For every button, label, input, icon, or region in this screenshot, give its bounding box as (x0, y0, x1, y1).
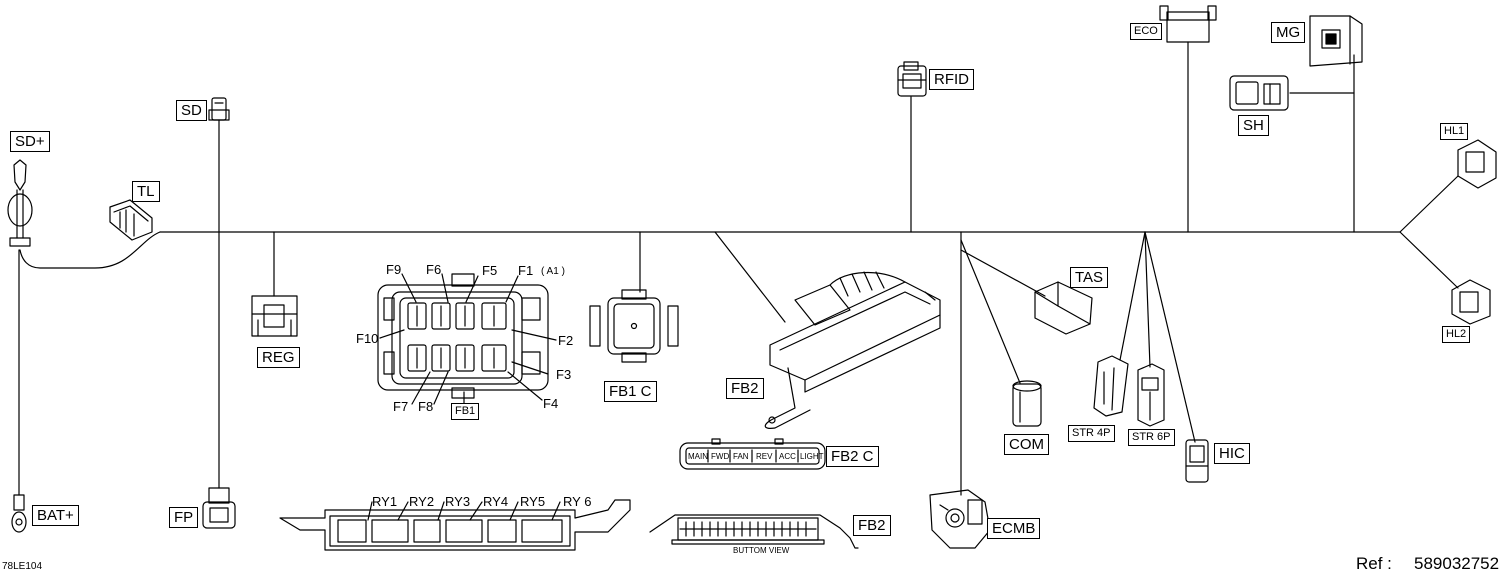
relay-ry1-label: RY1 (372, 494, 398, 509)
fb2c-pin-acc: ACC (779, 452, 796, 461)
ecmb-label: ECMB (987, 518, 1041, 539)
figure-code: 78LE104 (2, 561, 43, 572)
hl1-connector-icon (1457, 139, 1497, 189)
fuse-a1-label: ( A1 ) (541, 266, 565, 277)
mg-label: MG (1271, 22, 1306, 43)
reg-label: REG (257, 347, 300, 368)
harness-wires (18, 41, 1459, 496)
sd-connector-icon (208, 97, 230, 121)
relay-ry4-label: RY4 (483, 494, 509, 509)
fuse-f10-label: F10 (356, 331, 379, 346)
tl-connector-icon (109, 199, 153, 241)
fb2c-connector-icon (679, 438, 826, 470)
tas-label: TAS (1070, 267, 1109, 288)
fuse-f4-label: F4 (543, 396, 559, 411)
sh-connector-icon (1229, 75, 1289, 111)
fuse-f2-label: F2 (558, 333, 574, 348)
relay-ry6-label: RY 6 (563, 494, 592, 509)
bat-plus-label: BAT+ (32, 505, 79, 526)
fuse-f8-label: F8 (418, 399, 434, 414)
fuse-f1-label: F1 (518, 263, 534, 278)
key-switch-icon (7, 159, 33, 247)
fuse-f5-label: F5 (482, 263, 498, 278)
fb2-label: FB2 (726, 378, 764, 399)
tl-label: TL (132, 181, 160, 202)
sh-label: SH (1238, 115, 1269, 136)
fb2-bottom-view-icon (649, 514, 859, 549)
ecmb-connector-icon (929, 489, 991, 549)
fp-connector-icon (202, 487, 236, 529)
eco-connector-icon (1159, 5, 1217, 43)
com-label: COM (1004, 434, 1049, 455)
fuse-f6-label: F6 (426, 262, 442, 277)
fb2c-pin-light: LIGHT (800, 452, 824, 461)
rfid-connector-icon (897, 61, 927, 97)
reg-connector-icon (251, 295, 298, 337)
fb2-fuse-box-icon (764, 271, 941, 429)
fuse-f3-label: F3 (556, 367, 572, 382)
bottom-view-caption: BUTTOM VIEW (733, 546, 790, 555)
fb2c-pin-fan: FAN (733, 452, 749, 461)
fb2c-pin-fwd: FWD (711, 452, 730, 461)
str4p-label: STR 4P (1068, 425, 1115, 442)
fb1-label: FB1 (451, 403, 480, 420)
ref-label: Ref : (1356, 554, 1392, 573)
fb2c-pin-rev: REV (756, 452, 773, 461)
fb1c-label: FB1 C (604, 381, 657, 402)
relay-ry3-label: RY3 (445, 494, 471, 509)
hl2-connector-icon (1451, 279, 1491, 325)
str6p-connector-icon (1137, 363, 1165, 427)
sd-label: SD (176, 100, 207, 121)
hic-connector-icon (1185, 439, 1209, 483)
fp-label: FP (169, 507, 199, 528)
str6p-label: STR 6P (1128, 429, 1175, 446)
str4p-connector-icon (1093, 355, 1129, 417)
hl2-label: HL2 (1442, 326, 1471, 343)
relay-ry5-label: RY5 (520, 494, 546, 509)
mg-connector-icon (1309, 15, 1363, 67)
eco-label: ECO (1130, 23, 1162, 40)
rfid-label: RFID (929, 69, 974, 90)
hl1-label: HL1 (1440, 123, 1469, 140)
fuse-f9-label: F9 (386, 262, 402, 277)
fuse-f7-label: F7 (393, 399, 409, 414)
fb2-bottom-label: FB2 (853, 515, 891, 536)
ref-number: 589032752 (1414, 554, 1500, 573)
relay-ry2-label: RY2 (409, 494, 435, 509)
fb1-fuse-box-icon (377, 273, 557, 405)
tas-sensor-icon (1034, 281, 1093, 335)
fb2c-label: FB2 C (826, 446, 879, 467)
fb1c-connector-icon (589, 289, 679, 363)
hic-label: HIC (1214, 443, 1250, 464)
com-connector-icon (1012, 380, 1042, 427)
fb2c-pin-main: MAIN (688, 452, 708, 461)
relay-box-icon (279, 499, 631, 551)
battery-terminal-icon (11, 494, 27, 533)
sd-plus-label: SD+ (10, 131, 50, 152)
